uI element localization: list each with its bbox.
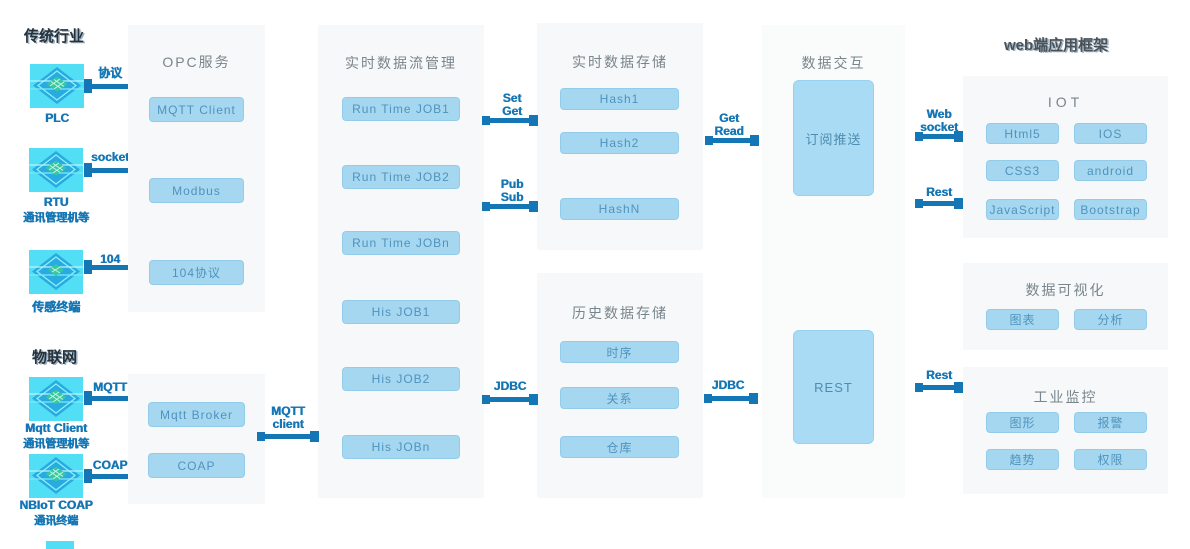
monitor-item-graphics: 图形 bbox=[986, 412, 1059, 433]
set-get-label: Set Get bbox=[501, 91, 522, 118]
monitor-item-permission: 权限 bbox=[1074, 449, 1147, 470]
mqtt-client-sub-label: 通讯管理机等 bbox=[23, 438, 89, 450]
mqtt-protocol-label: MQTT bbox=[93, 380, 127, 394]
stream-item-his-job1: His JOB1 bbox=[342, 300, 460, 324]
storage-item-hash1: Hash1 bbox=[560, 88, 679, 110]
rest-top-label: Rest bbox=[925, 185, 952, 199]
panel-web-iot: IOT Html5 IOS CSS3 android JavaScript Bo… bbox=[963, 76, 1168, 238]
rtu-protocol-label: socket bbox=[90, 150, 130, 164]
opc-item-104: 104协议 bbox=[149, 260, 244, 285]
pub-sub-label: Pub Sub bbox=[500, 177, 524, 204]
nbiot-device-label: NBIoT COAP bbox=[19, 498, 93, 512]
set-get-connector bbox=[482, 115, 538, 126]
web-item-html5: Html5 bbox=[986, 123, 1059, 144]
heading-traditional-industry: 传统行业 bbox=[24, 28, 85, 45]
plc-device-icon bbox=[30, 64, 84, 108]
web-item-bootstrap: Bootstrap bbox=[1074, 199, 1147, 220]
opc-item-modbus: Modbus bbox=[149, 178, 244, 203]
jdbc-right-label: JDBC bbox=[711, 378, 745, 392]
stream-item-runtime-jobn: Run Time JOBn bbox=[342, 231, 460, 255]
opc-item-mqtt-client: MQTT Client bbox=[149, 97, 244, 122]
stream-item-runtime-job1: Run Time JOB1 bbox=[342, 97, 460, 121]
stream-item-runtime-job2: Run Time JOB2 bbox=[342, 165, 460, 189]
viz-item-chart: 图表 bbox=[986, 309, 1059, 330]
plc-label: PLC bbox=[45, 111, 69, 125]
mqtt-to-broker-arrow bbox=[84, 391, 128, 405]
plc-protocol-label: 协议 bbox=[97, 66, 122, 80]
rest-bottom-connector bbox=[915, 382, 963, 393]
get-read-label: Get Read bbox=[714, 111, 744, 138]
realtime-storage-title: 实时数据存储 bbox=[572, 54, 668, 70]
monitor-item-alarm: 报警 bbox=[1074, 412, 1147, 433]
web-socket-label: Web socket bbox=[919, 107, 959, 134]
viz-item-analysis: 分析 bbox=[1074, 309, 1147, 330]
nbiot-sub-label: 通讯终端 bbox=[34, 515, 78, 527]
sensor-label: 传感终端 bbox=[31, 300, 80, 314]
nbiot-to-broker-arrow bbox=[84, 469, 128, 483]
rtu-sub-label: 通讯管理机等 bbox=[23, 212, 89, 224]
panel-iot-gateway: Mqtt Broker COAP bbox=[128, 374, 265, 504]
stream-item-his-job2: His JOB2 bbox=[342, 367, 460, 391]
jdbc-left-label: JDBC bbox=[493, 379, 527, 393]
sensor-device-icon bbox=[29, 250, 83, 294]
web-item-javascript: JavaScript bbox=[986, 199, 1059, 220]
web-iot-title: IOT bbox=[1047, 94, 1084, 110]
rtu-device-icon bbox=[29, 148, 83, 192]
history-item-warehouse: 仓库 bbox=[560, 436, 679, 458]
mqtt-client-device-label: Mqtt Client bbox=[25, 421, 87, 435]
pub-sub-connector bbox=[482, 201, 538, 212]
web-item-css3: CSS3 bbox=[986, 160, 1059, 181]
get-read-connector bbox=[705, 135, 759, 146]
jdbc-left-connector bbox=[482, 394, 538, 405]
stream-panel-title: 实时数据流管理 bbox=[345, 55, 457, 71]
stream-item-his-jobn: His JOBn bbox=[342, 435, 460, 459]
panel-monitoring: 工业监控 图形 报警 趋势 权限 bbox=[963, 367, 1168, 494]
gateway-item-mqtt-broker: Mqtt Broker bbox=[148, 402, 245, 427]
rest-box: REST bbox=[793, 330, 874, 444]
history-storage-title: 历史数据存储 bbox=[572, 305, 668, 321]
heading-web-app: web端应用框架 bbox=[1004, 37, 1109, 54]
sensor-protocol-label: 104 bbox=[99, 252, 121, 266]
nbiot-device-icon bbox=[29, 454, 83, 498]
rest-bottom-label: Rest bbox=[925, 368, 952, 382]
history-item-timeseries: 时序 bbox=[560, 341, 679, 363]
panel-realtime-storage: 实时数据存储 Hash1 Hash2 HashN bbox=[537, 23, 703, 250]
plc-to-opc-arrow bbox=[84, 79, 128, 93]
rest-top-connector bbox=[915, 198, 963, 209]
coap-protocol-label: COAP bbox=[92, 458, 128, 472]
jdbc-right-connector bbox=[704, 393, 758, 404]
visualization-title: 数据可视化 bbox=[1025, 282, 1106, 298]
panel-visualization: 数据可视化 图表 分析 bbox=[963, 263, 1168, 350]
subscribe-push-box: 订阅推送 bbox=[793, 80, 874, 196]
mqtt-client-conn-label: MQTT client bbox=[271, 404, 305, 431]
mqtt-client-connector bbox=[257, 431, 319, 442]
panel-stream-management: 实时数据流管理 Run Time JOB1 Run Time JOB2 Run … bbox=[318, 25, 484, 498]
rtu-label: RTU bbox=[43, 195, 69, 209]
heading-iot-network: 物联网 bbox=[32, 349, 78, 366]
history-item-relational: 关系 bbox=[560, 387, 679, 409]
panel-history-storage: 历史数据存储 时序 关系 仓库 bbox=[537, 273, 703, 498]
web-item-ios: IOS bbox=[1074, 123, 1147, 144]
partial-device-icon bbox=[46, 541, 74, 549]
storage-item-hash2: Hash2 bbox=[560, 132, 679, 154]
monitor-item-trend: 趋势 bbox=[986, 449, 1059, 470]
sensor-to-opc-arrow bbox=[84, 260, 128, 274]
opc-panel-title: OPC服务 bbox=[162, 54, 231, 70]
web-socket-connector bbox=[915, 131, 963, 142]
panel-opc-service: OPC服务 MQTT Client Modbus 104协议 bbox=[128, 25, 265, 312]
web-item-android: android bbox=[1074, 160, 1147, 181]
rtu-to-opc-arrow bbox=[84, 163, 128, 177]
panel-data-interaction: 数据交互 订阅推送 REST bbox=[762, 25, 905, 498]
mqtt-client-device-icon bbox=[29, 377, 83, 421]
monitoring-title: 工业监控 bbox=[1033, 389, 1098, 405]
interaction-panel-title: 数据交互 bbox=[801, 55, 866, 71]
gateway-item-coap: COAP bbox=[148, 453, 245, 478]
storage-item-hashn: HashN bbox=[560, 198, 679, 220]
